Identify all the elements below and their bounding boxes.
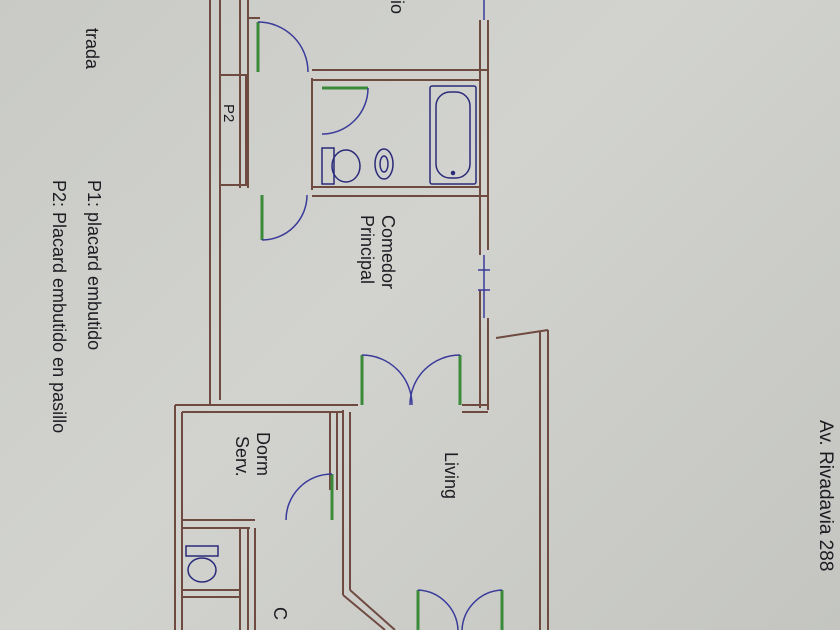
door-bottom-right-arc [461,589,503,630]
dorm-label: Dorm [253,432,273,476]
living-diagonal-b [349,589,396,630]
bidet-inner [379,155,389,173]
doors [256,21,504,630]
bathtub-inner [435,91,471,179]
entrada-label: trada [82,28,102,70]
bathtub [429,85,477,185]
living-diagonal-a [342,594,386,630]
bathtub-drain [450,170,456,176]
toilet-tank [321,147,335,185]
fixtures [185,85,477,583]
door-bath-arc [321,87,369,135]
comedor-label: Comedor [378,215,398,289]
wc-toilet-bowl [187,557,217,583]
street-label: Av. Rivadavia 288 [815,420,836,571]
walls [174,0,549,630]
kitchen-label: C [270,607,290,620]
door-dorm-arc [285,473,333,521]
living-label: Living [441,452,461,499]
door-living-right-arc [409,354,461,406]
toilet-bowl [331,149,361,183]
room-labels: Av. Rivadavia 288 trada io P2 Comedor Pr… [82,0,836,620]
window-marks [478,0,490,318]
door-living-left-arc [361,354,413,406]
door-corridor-arc [261,194,308,241]
legend-p1: P1: placard embutido [84,180,104,350]
legend-p2: P2: Placard embutido en pasillo [49,180,69,433]
door-bottom-left-arc [417,589,459,630]
legend: P1: placard embutido P2: Placard embutid… [49,180,104,433]
living-right-top [495,329,549,339]
top-room-label: io [387,0,407,14]
closet-p2-label: P2 [220,104,237,122]
serv-label: Serv. [232,436,252,477]
wc-toilet-tank [185,545,219,557]
door-top-arc [257,21,309,73]
bidet [374,148,394,180]
principal-label: Principal [357,215,377,284]
closet-p2 [219,74,247,186]
